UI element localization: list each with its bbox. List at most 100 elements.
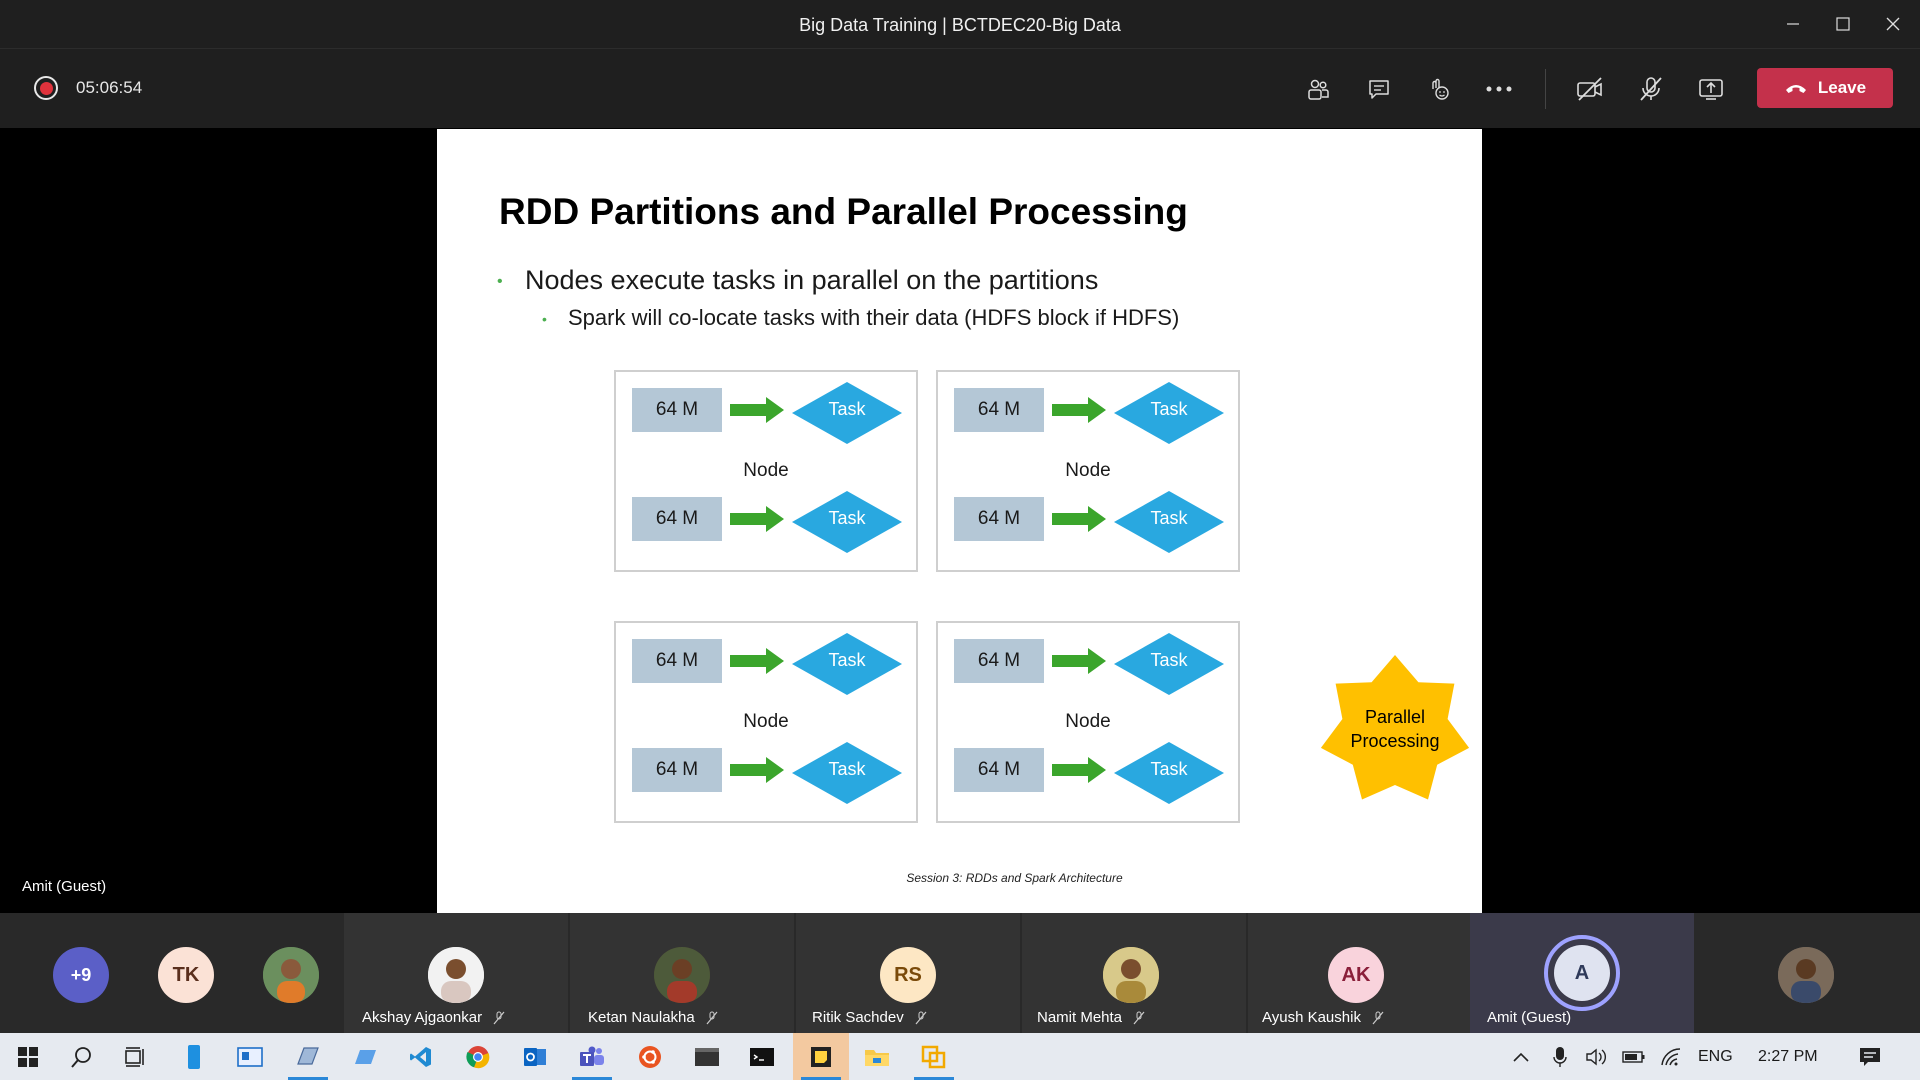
participant-tile[interactable]: A Amit (Guest)	[1470, 913, 1694, 1033]
sticky-notes-button[interactable]	[793, 1033, 849, 1080]
data-block: 64 M	[954, 497, 1044, 541]
slide-title: RDD Partitions and Parallel Processing	[499, 191, 1188, 232]
avatar-photo[interactable]	[263, 947, 319, 1003]
maximize-icon	[1836, 17, 1850, 31]
leave-button[interactable]: Leave	[1757, 68, 1893, 108]
show-hidden-icons-button[interactable]	[1512, 1033, 1530, 1080]
bullet-dot-icon: •	[542, 311, 547, 328]
close-button[interactable]	[1868, 0, 1918, 48]
diamond-shape-icon	[1114, 633, 1224, 695]
node-label: Node	[743, 460, 789, 481]
task-view-button[interactable]	[108, 1033, 164, 1080]
notes-app-icon	[297, 1046, 319, 1065]
avatar-photo[interactable]	[1778, 947, 1834, 1003]
avatar[interactable]: TK	[158, 947, 214, 1003]
arrow-right-icon	[730, 506, 784, 532]
maximize-button[interactable]	[1818, 0, 1868, 48]
participant-tile[interactable]: Akshay Ajgaonkar	[344, 913, 568, 1033]
microphone-icon	[1553, 1046, 1567, 1067]
folder-sync-app-icon	[355, 1049, 376, 1064]
presenter-name: Amit (Guest)	[22, 878, 107, 895]
arrow-right-icon	[1052, 506, 1106, 532]
more-participants-button[interactable]: +9	[53, 947, 109, 1003]
share-screen-button[interactable]	[1689, 67, 1733, 111]
search-button[interactable]	[54, 1033, 110, 1080]
task-label: Task	[828, 507, 866, 528]
participant-tile[interactable]: Namit Mehta	[1022, 913, 1246, 1033]
battery-button[interactable]	[1622, 1033, 1646, 1080]
microphone-tray-button[interactable]	[1553, 1033, 1567, 1080]
outlook-button[interactable]	[507, 1033, 563, 1080]
network-button[interactable]	[1660, 1033, 1682, 1080]
arrow-right-icon	[1052, 648, 1106, 674]
taskbar-app[interactable]	[166, 1033, 222, 1080]
mic-off-icon	[1640, 77, 1662, 101]
task-label: Task	[1150, 649, 1188, 670]
data-block: 64 M	[632, 748, 722, 792]
diamond-shape-icon	[792, 382, 902, 444]
person-photo-icon	[263, 947, 319, 1003]
participant-name: Ketan Naulakha	[588, 1009, 719, 1026]
folder-icon	[865, 1049, 889, 1066]
taskbar-app[interactable]	[280, 1033, 336, 1080]
more-actions-button[interactable]	[1477, 67, 1521, 111]
mic-toggle-button[interactable]	[1629, 67, 1673, 111]
participant-tile[interactable]: RS Ritik Sachdev	[796, 913, 1020, 1033]
participant-tile[interactable]: AK Ayush Kaushik	[1248, 913, 1472, 1033]
node-label: Node	[1065, 460, 1111, 481]
outlook-icon	[524, 1047, 546, 1066]
task-label: Task	[1150, 507, 1188, 528]
mic-off-icon	[1372, 1011, 1384, 1025]
diamond-shape-icon	[1114, 382, 1224, 444]
chat-button[interactable]	[1357, 67, 1401, 111]
diamond-shape-icon	[1114, 742, 1224, 804]
meeting-timer: 05:06:54	[76, 78, 143, 97]
notifications-button[interactable]	[1858, 1033, 1882, 1080]
command-prompt-button[interactable]	[734, 1033, 790, 1080]
participant-strip: +9 TK Akshay Ajgaonkar Ketan Naulakha RS…	[0, 913, 1920, 1033]
contacts-app-icon	[237, 1046, 263, 1067]
mic-off-icon	[706, 1011, 718, 1025]
diamond-shape-icon	[792, 742, 902, 804]
participant-tile[interactable]: Ketan Naulakha	[570, 913, 794, 1033]
task-label: Task	[828, 398, 866, 419]
volume-button[interactable]	[1585, 1033, 1609, 1080]
task-diamond: Task	[792, 633, 902, 695]
language-indicator[interactable]: ENG	[1698, 1047, 1733, 1065]
participant-name: Namit Mehta	[1037, 1009, 1146, 1026]
vscode-button[interactable]	[393, 1033, 449, 1080]
participants-button[interactable]	[1296, 67, 1340, 111]
minimize-icon	[1787, 23, 1799, 25]
chrome-button[interactable]	[450, 1033, 506, 1080]
taskbar-app[interactable]	[222, 1033, 278, 1080]
reactions-button[interactable]	[1417, 67, 1461, 111]
title-bar: Big Data Training | BCTDEC20-Big Data	[0, 0, 1920, 49]
taskbar-app[interactable]	[338, 1033, 394, 1080]
taskbar-app[interactable]	[679, 1033, 735, 1080]
file-explorer-button[interactable]	[849, 1033, 905, 1080]
node-label: Node	[1065, 711, 1111, 732]
vmware-button[interactable]	[906, 1033, 962, 1080]
start-button[interactable]	[0, 1033, 56, 1080]
minimize-button[interactable]	[1768, 0, 1818, 48]
arrow-right-icon	[730, 397, 784, 423]
person-photo-icon	[1778, 947, 1834, 1003]
data-block: 64 M	[954, 388, 1044, 432]
participant-name: Ayush Kaushik	[1262, 1009, 1385, 1026]
raise-hand-icon	[1432, 78, 1449, 100]
slide-footer: Session 3: RDDs and Spark Architecture	[906, 871, 1123, 885]
vmware-icon	[921, 1045, 946, 1068]
clock[interactable]: 2:27 PM	[1758, 1047, 1818, 1065]
teams-button[interactable]	[564, 1033, 620, 1080]
windows-logo-icon	[18, 1046, 38, 1067]
chat-icon	[1369, 80, 1389, 99]
meeting-toolbar: 05:06:54 Leave	[0, 49, 1920, 128]
search-icon	[71, 1046, 91, 1068]
ubuntu-button[interactable]	[622, 1033, 678, 1080]
camera-toggle-button[interactable]	[1568, 67, 1612, 111]
person-photo-icon	[428, 947, 484, 1003]
